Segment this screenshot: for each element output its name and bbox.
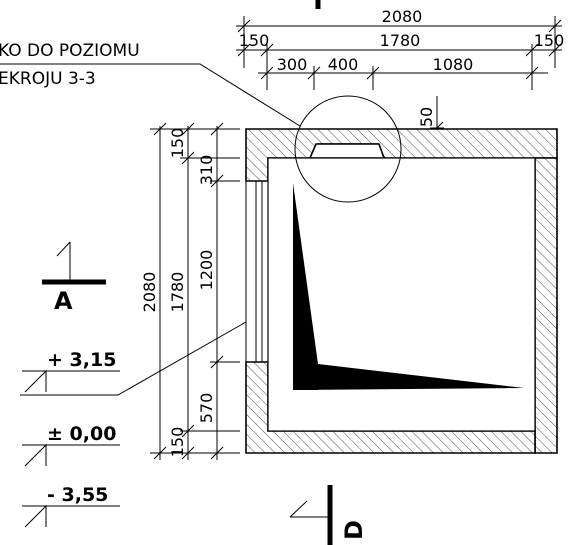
dim-top-left-wall: 150 <box>239 31 270 50</box>
section-mark-a <box>42 241 106 285</box>
dim-top-inner: 1780 <box>380 31 421 50</box>
callout-leader-top <box>0 63 301 127</box>
dim-top-seg-c: 1080 <box>433 55 474 74</box>
callout-line-1: KO DO POZIOMU <box>0 41 140 61</box>
level-marker-2 <box>22 443 120 467</box>
notch-element <box>308 143 386 159</box>
level-marker-3 <box>22 504 120 528</box>
dim-left-upper-pier: 310 <box>197 155 216 186</box>
section-label-d: D <box>340 520 368 540</box>
dim-left-lower-pier: 570 <box>197 393 216 424</box>
dim-top-seg-b: 400 <box>328 55 359 74</box>
callout-leader-levels <box>20 321 247 396</box>
dim-notch-depth: 50 <box>417 107 436 127</box>
dimension-chain-left <box>150 122 240 460</box>
callout-line-2: EKROJU 3-3 <box>0 69 96 89</box>
level-value-2: ± 0,00 <box>47 423 116 445</box>
dim-left-opening: 1200 <box>197 250 216 291</box>
section-label-a: A <box>54 287 73 315</box>
dim-left-overall: 2080 <box>140 272 159 313</box>
detail-circle <box>294 95 402 203</box>
plan-black-element <box>293 183 524 390</box>
dim-left-bottom-wall: 150 <box>168 427 187 458</box>
dim-left-inner: 1780 <box>168 272 187 313</box>
dim-top-seg-a: 300 <box>277 55 308 74</box>
dimension-chain-top <box>236 16 562 90</box>
level-value-3: - 3,55 <box>47 484 108 506</box>
level-marker-1 <box>22 369 120 393</box>
dim-top-right-wall: 150 <box>534 31 565 50</box>
dim-top-overall: 2080 <box>382 7 423 26</box>
section-mark-d <box>289 485 333 545</box>
plan-window-opening <box>245 181 263 362</box>
level-value-1: + 3,15 <box>47 349 116 371</box>
dim-left-top-wall: 150 <box>168 128 187 159</box>
